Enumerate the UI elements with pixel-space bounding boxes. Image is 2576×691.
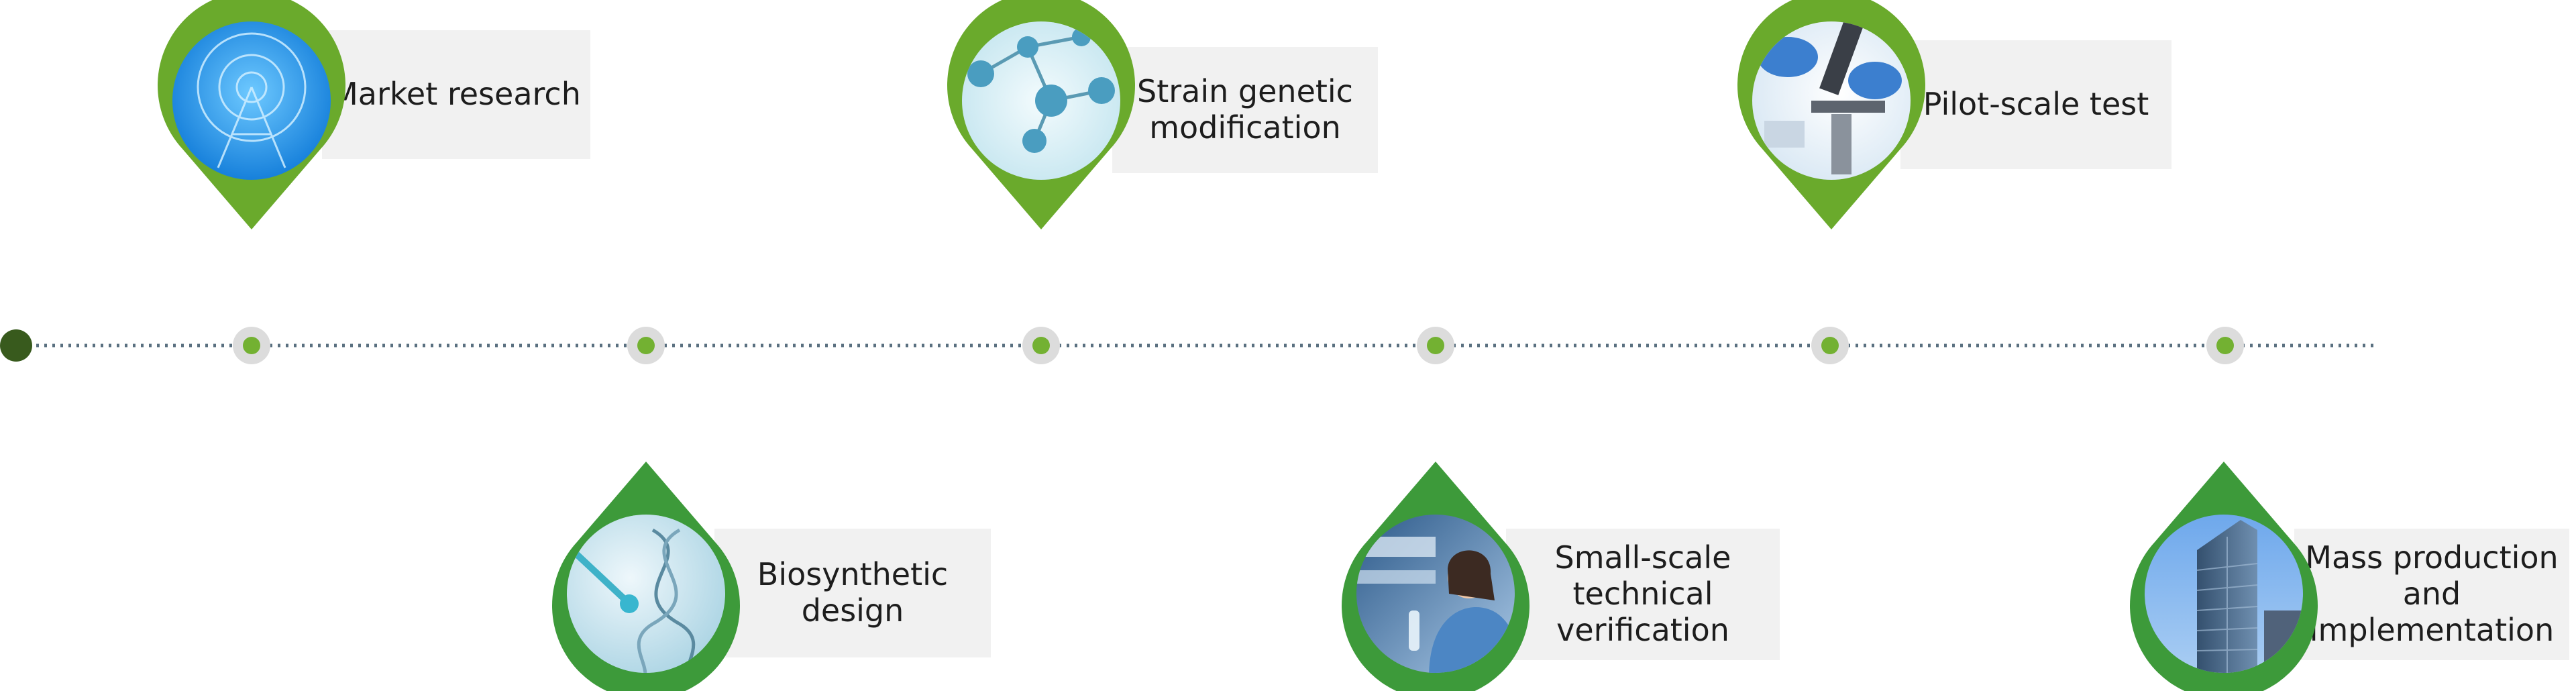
stage-card-3: Strain genetic modification <box>1112 47 1378 173</box>
stage-label-2: Biosynthetic design <box>757 556 949 629</box>
stage-card-2: Biosynthetic design <box>714 529 991 657</box>
stage-label-6: Mass production and implementation <box>2305 539 2559 648</box>
stage-label-3: Strain genetic modification <box>1137 73 1353 146</box>
stage-card-6: Mass production and implementation <box>2294 529 2569 660</box>
building-icon <box>2123 456 2324 691</box>
timeline-start-dot <box>0 329 32 362</box>
timeline-node-3 <box>1022 327 1060 364</box>
dna-icon <box>545 456 747 691</box>
stage-label-1: Market research <box>331 76 581 113</box>
stage-card-5: Pilot-scale test <box>1900 40 2171 169</box>
scientist-icon <box>1335 456 1536 691</box>
timeline <box>0 315 2415 376</box>
stage-label-5: Pilot-scale test <box>1923 86 2149 123</box>
microscope-icon <box>1731 0 1932 235</box>
stage-card-1: Market research <box>322 30 590 159</box>
molecule-icon <box>941 0 1142 235</box>
timeline-node-1 <box>233 327 270 364</box>
radar-icon <box>151 0 352 235</box>
timeline-node-5 <box>1811 327 1849 364</box>
stage-card-4: Small-scale technical verification <box>1506 529 1780 660</box>
stage-label-4: Small-scale technical verification <box>1554 539 1731 648</box>
timeline-node-6 <box>2206 327 2244 364</box>
timeline-node-4 <box>1417 327 1454 364</box>
timeline-node-2 <box>627 327 665 364</box>
